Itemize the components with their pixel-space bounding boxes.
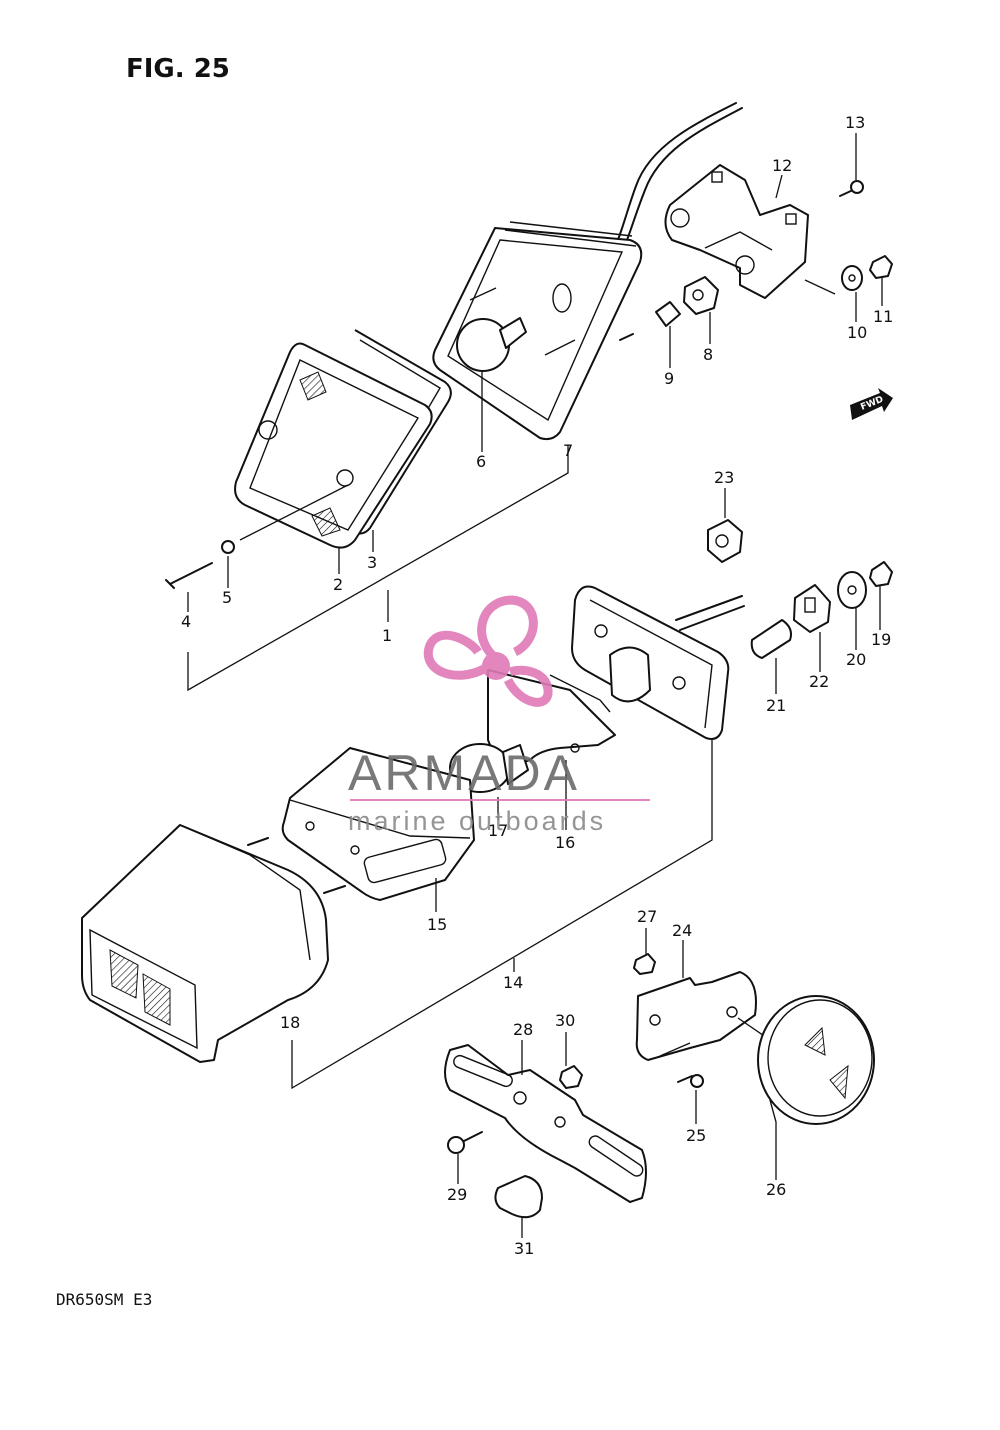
callout-18: 18 — [280, 1013, 300, 1032]
callout-26: 26 — [766, 1180, 786, 1199]
reflector-group — [633, 953, 875, 1125]
callout-5: 5 — [222, 588, 232, 607]
watermark-brand: ARMADA — [348, 745, 580, 801]
callout-6: 6 — [476, 452, 486, 471]
callout-10: 10 — [847, 323, 867, 342]
callout-3: 3 — [367, 553, 377, 572]
callout-28: 28 — [513, 1020, 533, 1039]
callout-24: 24 — [672, 921, 692, 940]
callout-17: 17 — [488, 821, 508, 840]
callout-23: 23 — [714, 468, 734, 487]
callout-29: 29 — [447, 1185, 467, 1204]
callout-20: 20 — [846, 650, 866, 669]
callout-9: 9 — [664, 369, 674, 388]
callout-16: 16 — [555, 833, 575, 852]
callout-13: 13 — [845, 113, 865, 132]
callout-31: 31 — [514, 1239, 534, 1258]
fwd-arrow-icon: FWD — [850, 388, 893, 420]
license-bracket-group — [444, 1044, 647, 1219]
callout-19: 19 — [871, 630, 891, 649]
reflector-housing — [81, 824, 346, 1063]
callout-4: 4 — [181, 612, 191, 631]
armada-watermark: ARMADA marine outboards — [348, 595, 650, 836]
callout-1: 1 — [382, 626, 392, 645]
upper-tail-lamp-assembly — [165, 102, 743, 692]
callout-8: 8 — [703, 345, 713, 364]
figure-title: FIG. 25 — [126, 54, 230, 84]
callout-21: 21 — [766, 696, 786, 715]
callout-25: 25 — [686, 1126, 706, 1145]
callout-12: 12 — [772, 156, 792, 175]
callout-27: 27 — [637, 907, 657, 926]
callout-7: 7 — [563, 441, 573, 460]
callout-22: 22 — [809, 672, 829, 691]
callout-15: 15 — [427, 915, 447, 934]
callout-11: 11 — [873, 307, 893, 326]
callout-2: 2 — [333, 575, 343, 594]
model-label: DR650SM E3 — [56, 1290, 153, 1309]
mounting-bracket-group: FWD — [655, 164, 893, 420]
callout-29-30: 30 — [555, 1011, 575, 1030]
lower-license-lamp-assembly — [281, 519, 893, 1090]
callout-labels: 1 2 3 4 5 6 7 8 9 10 11 12 13 14 15 16 1… — [181, 113, 893, 1258]
watermark-subtitle: marine outboards — [348, 806, 606, 836]
callout-14: 14 — [503, 973, 523, 992]
propeller-logo-icon — [423, 595, 553, 707]
